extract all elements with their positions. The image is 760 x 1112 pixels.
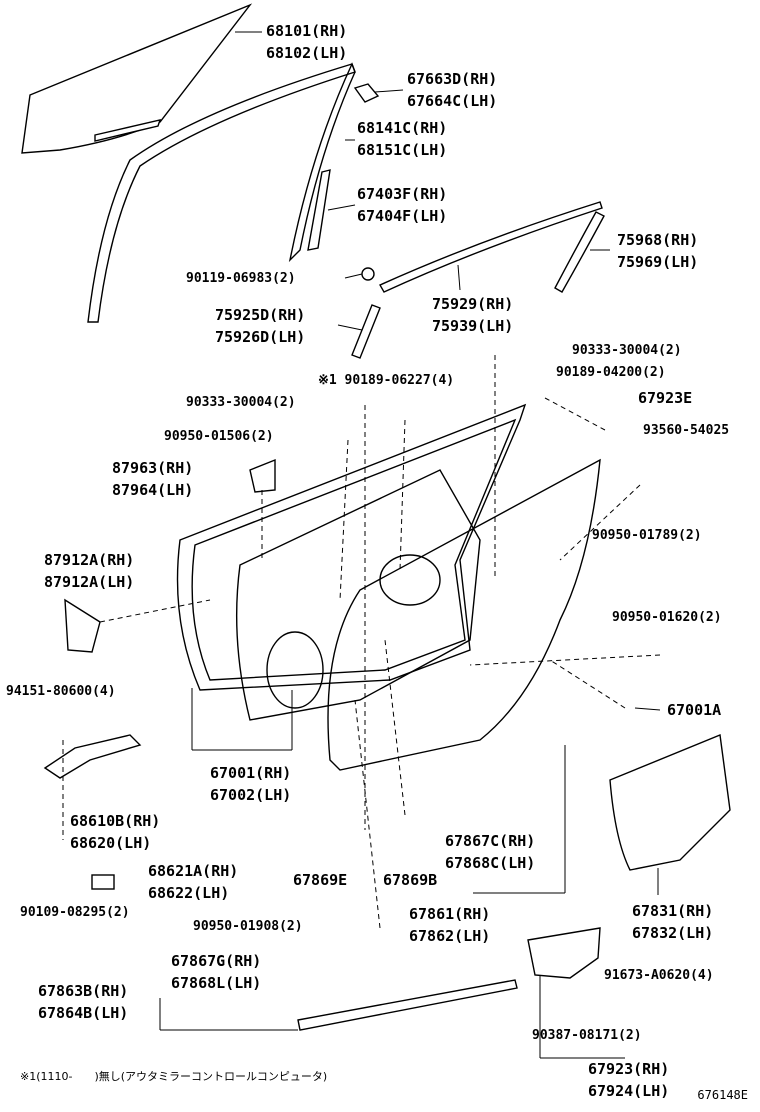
callout-87912: 87912A(RH)87912A(LH) [44, 551, 135, 591]
callout-67863: 67863B(RH)67864B(LH) [38, 982, 129, 1022]
callout-94151: 94151-80600(4) [6, 684, 116, 699]
callout-67001a: 67001A [667, 701, 722, 719]
callout-91673: 91673-A0620(4) [604, 968, 714, 983]
callout-90950-01908: 90950-01908(2) [193, 919, 303, 934]
door-check-68610 [43, 734, 142, 779]
callout-67001: 67001(RH)67002(LH) [210, 764, 292, 804]
callout-67867g: 67867G(RH)67868L(LH) [171, 952, 262, 992]
callout-67831: 67831(RH)67832(LH) [632, 902, 714, 942]
rocker-moulding-67863 [297, 979, 518, 1031]
callout-75929: 75929(RH)75939(LH) [432, 295, 514, 335]
callout-90189-04200: 90189-04200(2) [556, 365, 666, 380]
callout-67923e: 67923E [638, 389, 693, 407]
callout-68141: 68141C(RH)68151C(LH) [357, 119, 448, 159]
weatherstrip-75968 [554, 211, 605, 293]
callout-67869b: 67869B [383, 871, 438, 889]
callout-87963: 87963(RH)87964(LH) [112, 459, 194, 499]
callout-90119: 90119-06983(2) [186, 271, 296, 286]
callout-90109: 90109-08295(2) [20, 905, 130, 920]
door-frame [176, 403, 527, 691]
weatherstrip-75925 [351, 304, 381, 359]
callout-67861: 67861(RH)67862(LH) [409, 905, 491, 945]
hinge-68621 [91, 874, 115, 890]
belt-moulding-75929 [379, 201, 603, 293]
callout-90333-left: 90333-30004(2) [186, 395, 296, 410]
callout-68610: 68610B(RH)68620(LH) [70, 812, 161, 852]
door-inner-panel [235, 469, 481, 721]
footnote: ※1(1110- )無し(アウタミラーコントロールコンピュータ) [20, 1070, 328, 1083]
clip-67663 [353, 83, 380, 103]
leader-lines [159, 31, 661, 1059]
door-weatherstrip-67861 [327, 458, 601, 771]
callout-68621: 68621A(RH)68622(LH) [148, 862, 239, 902]
callout-75968: 75968(RH)75969(LH) [617, 231, 699, 271]
dashed-leaders [62, 355, 661, 929]
callout-90950-01789: 90950-01789(2) [592, 528, 702, 543]
callout-90189-06227: ※1 90189-06227(4) [318, 373, 455, 388]
callout-68101: 68101(RH)68102(LH) [266, 22, 348, 62]
callout-67403: 67403F(RH)67404F(LH) [357, 185, 448, 225]
callout-90950-01620: 90950-01620(2) [612, 610, 722, 625]
callout-67923: 67923(RH)67924(LH) [588, 1060, 670, 1100]
callout-90950-01506: 90950-01506(2) [164, 429, 274, 444]
callout-93560: 93560-54025 [643, 423, 730, 438]
callout-75925: 75925D(RH)75926D(LH) [215, 306, 306, 346]
figure-id: 676148E [697, 1088, 748, 1102]
bolt-90119 [361, 267, 375, 281]
door-glass [21, 3, 253, 154]
division-bar-67403 [307, 169, 331, 251]
callout-67869e: 67869E [293, 871, 348, 889]
glass-run-channel [87, 62, 356, 323]
callout-67867c: 67867C(RH)67868C(LH) [445, 832, 536, 872]
callout-67663: 67663D(RH)67664C(LH) [407, 70, 498, 110]
door-trim-67923 [527, 927, 601, 979]
service-hole-cover-67831 [609, 734, 731, 871]
handle-87963 [249, 458, 276, 493]
inside-handle-87912 [64, 598, 101, 653]
callout-90333-top: 90333-30004(2) [572, 343, 682, 358]
callout-90387: 90387-08171(2) [532, 1028, 642, 1043]
